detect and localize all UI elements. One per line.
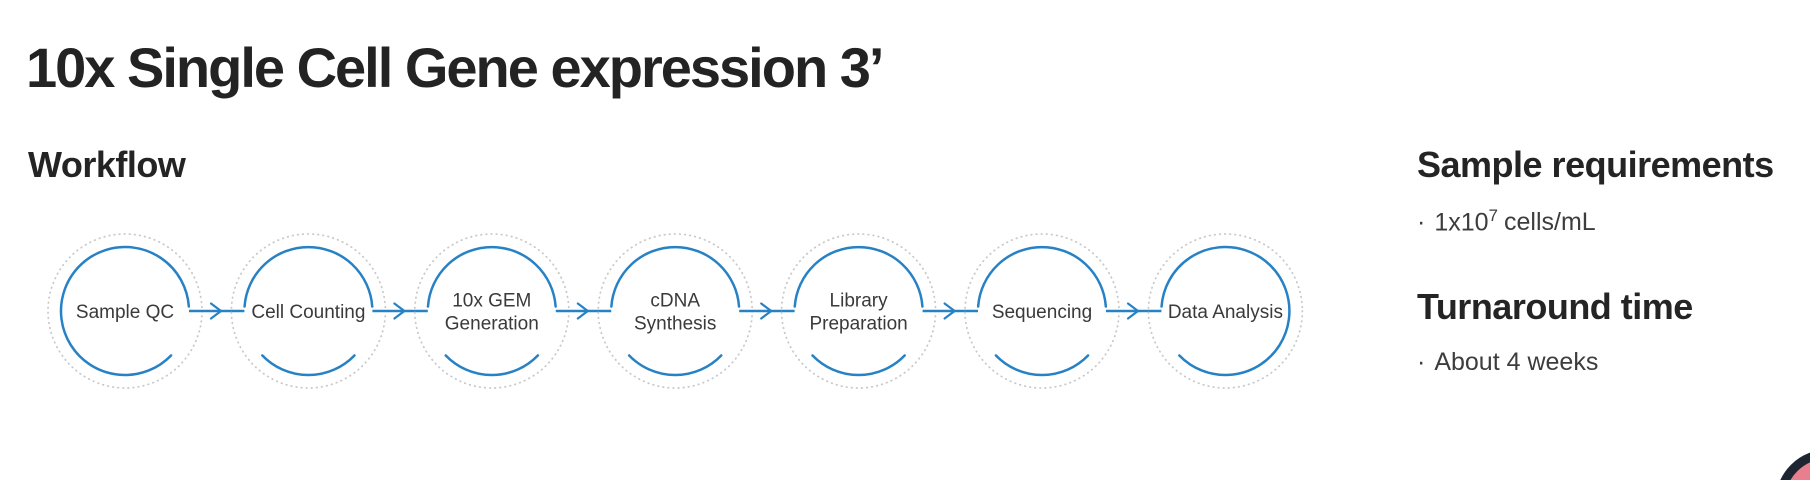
arrowhead-icon	[760, 302, 774, 320]
info-panel: Sample requirements · 1x107 cells/mL Turna…	[1417, 147, 1802, 377]
workflow-step-sequencing: Sequencing	[964, 233, 1120, 389]
step-circle	[426, 245, 557, 377]
sample-requirements-heading: Sample requirements	[1417, 144, 1774, 185]
step-label: Sample QC	[76, 302, 174, 323]
arrow-connector	[555, 302, 612, 320]
arrow-connector	[372, 302, 428, 320]
dotted-ring	[1147, 233, 1304, 389]
step-circle	[59, 245, 191, 377]
step-circle	[1160, 245, 1291, 377]
arrowhead-icon	[393, 302, 407, 320]
cell-concentration-exponent: 7	[1488, 206, 1499, 225]
turnaround-heading: Turnaround time	[1417, 286, 1693, 328]
arrowhead-icon	[576, 302, 590, 320]
arrowhead-icon	[943, 302, 957, 320]
cell-concentration-value: 1x10	[1434, 208, 1489, 237]
step-label: Sequencing	[992, 302, 1092, 323]
arrow-connector	[1106, 302, 1162, 320]
turnaround-item: · About 4 weeks	[1417, 347, 1802, 377]
workflow-step-sample-qc: Sample QC	[47, 233, 203, 389]
corner-widget-circle[interactable]	[1780, 452, 1810, 480]
step-label: Cell Counting	[251, 302, 365, 323]
sample-requirements-item: · 1x107 cells/mL	[1417, 206, 1802, 237]
turnaround-value: About 4 weeks	[1434, 348, 1599, 377]
step-circle	[243, 245, 374, 377]
workflow-step-cell-counting: Cell Counting	[230, 233, 387, 389]
arrowhead-icon	[1126, 302, 1140, 320]
step-circle	[610, 245, 741, 377]
arrow-connector	[189, 302, 245, 320]
arrow-connector	[739, 302, 795, 320]
bullet-dot: ·	[1417, 208, 1426, 237]
arrow-connector	[922, 302, 978, 320]
step-circle	[793, 245, 924, 377]
step-label: Data Analysis	[1168, 302, 1283, 323]
page-title: 10x Single Cell Gene expression 3’	[26, 36, 884, 99]
workflow-heading: Workflow	[28, 144, 186, 185]
cell-concentration-unit: cells/mL	[1504, 208, 1596, 237]
bullet-dot: ·	[1417, 348, 1426, 377]
arrowhead-icon	[209, 302, 223, 320]
workflow-step-data-analysis: Data Analysis	[1147, 233, 1304, 389]
corner-widget[interactable]	[1770, 450, 1810, 480]
step-circle	[976, 245, 1108, 377]
